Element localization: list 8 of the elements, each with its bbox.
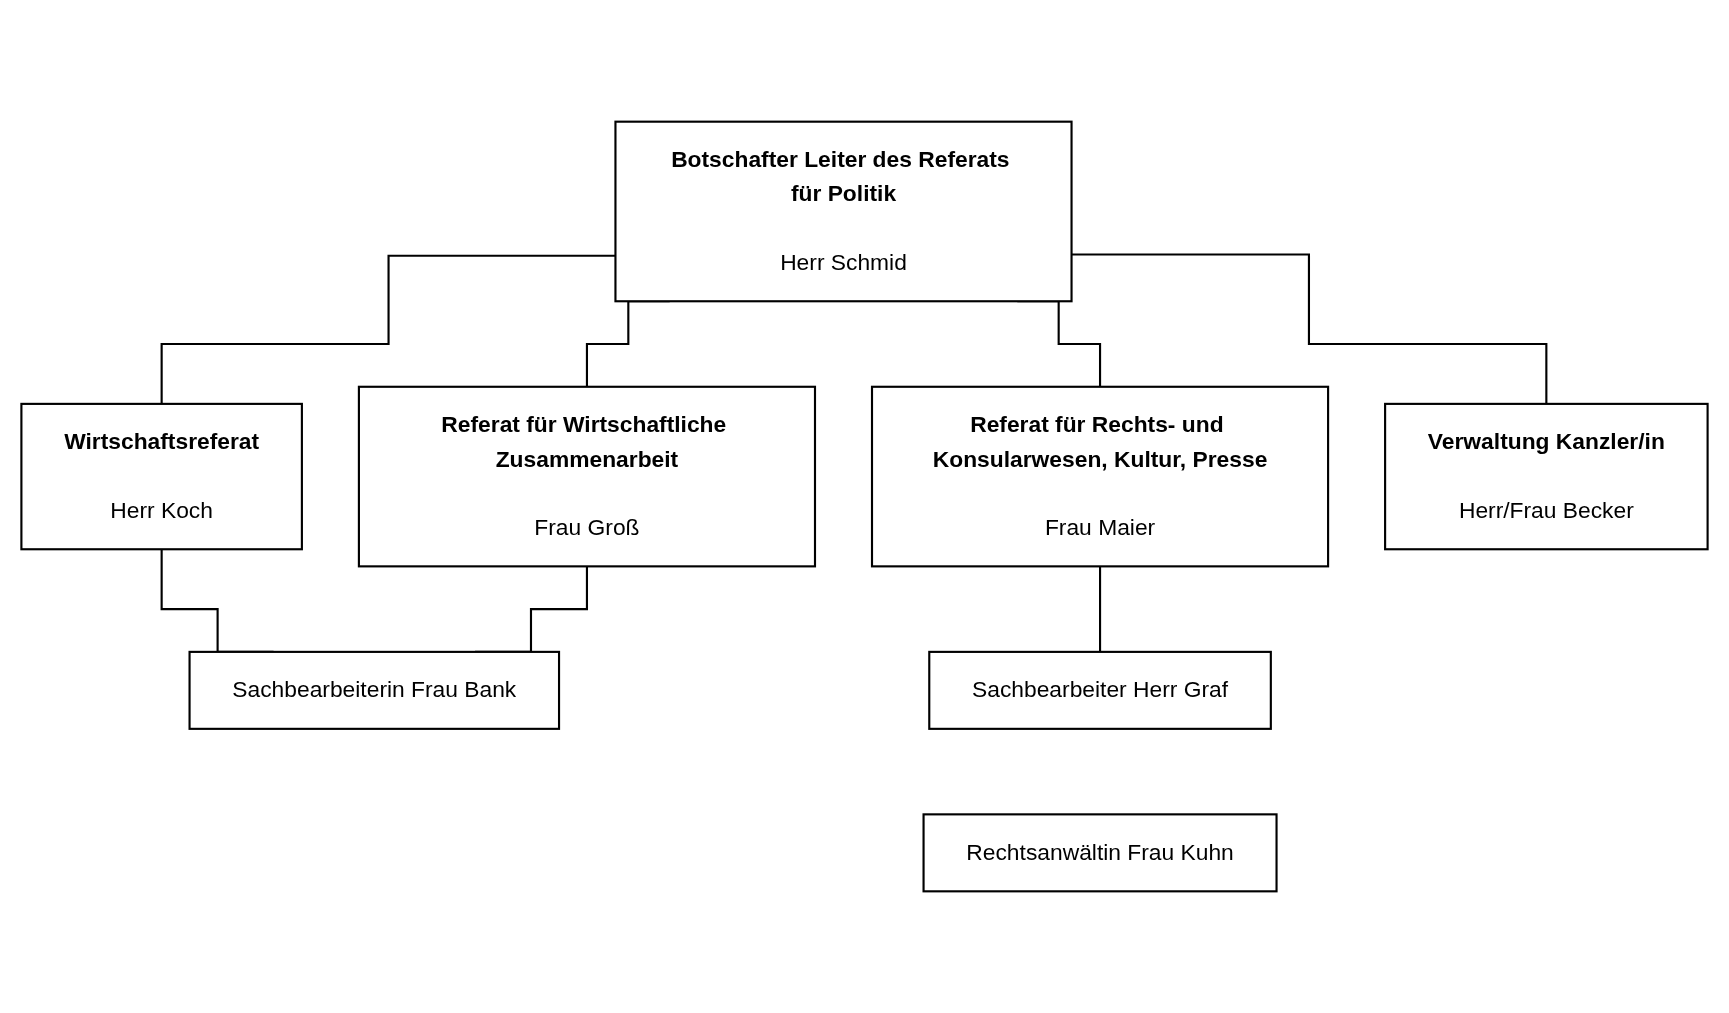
node-box: Sachbearbeiter Herr Graf [928, 650, 1272, 730]
node-box: Verwaltung Kanzler/in Herr/Frau Becker [1384, 402, 1709, 551]
node-box: Botschafter Leiter des Referats für Politik Herr Schmid [614, 120, 1073, 303]
node-box: Sachbearbeiterin Frau Bank [188, 650, 561, 730]
node-box: Wirtschaftsreferat Herr Koch [20, 402, 303, 551]
node-box: Referat für Wirtschaftliche Zusammenarbeit Frau Groß [357, 385, 817, 568]
node-box: Referat für Rechts- und Konsularwesen, Kultur, Presse Frau Maier [870, 385, 1330, 568]
node-box: Rechtsanwältin Frau Kuhn [922, 813, 1278, 893]
